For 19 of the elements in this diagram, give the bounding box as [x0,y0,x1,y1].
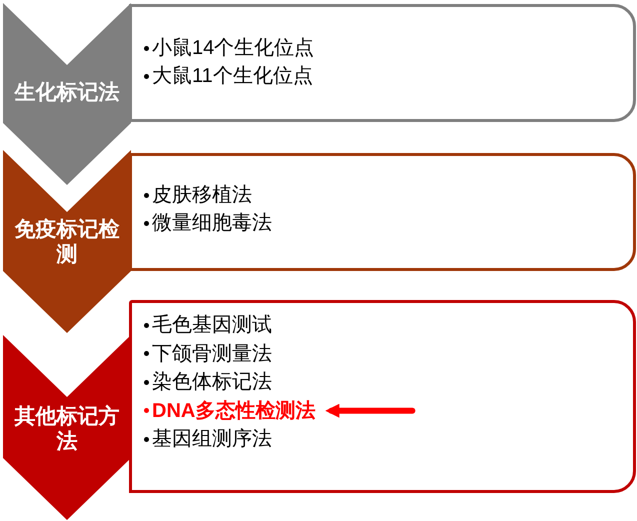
list-item-text: 基因组测序法 [152,427,272,452]
chevron-shape [3,335,131,520]
list-item-text: 染色体标记法 [152,370,272,396]
chevron-shape [3,3,131,185]
list-item-text: 皮肤移植法 [152,183,252,208]
chevron-shape [3,150,131,333]
list-item-text: 微量细胞毒法 [152,211,272,236]
content-box [129,300,636,493]
arrow [325,404,416,418]
list-item-text: 下颌骨测量法 [152,342,272,367]
content-box [129,4,636,122]
content-box [129,153,636,271]
list-item-text: DNA多态性检测法 [152,396,332,426]
list-item-text: 大鼠11个生化位点 [152,64,313,89]
chevron-label: 生化标记法 [14,80,120,105]
chevron-label: 免疫标记检测 [14,217,120,267]
list-item-text: 小鼠14个生化位点 [152,36,314,61]
list-item-text: 毛色基因测试 [152,313,272,338]
chevron-label: 其他标记方法 [14,404,120,454]
